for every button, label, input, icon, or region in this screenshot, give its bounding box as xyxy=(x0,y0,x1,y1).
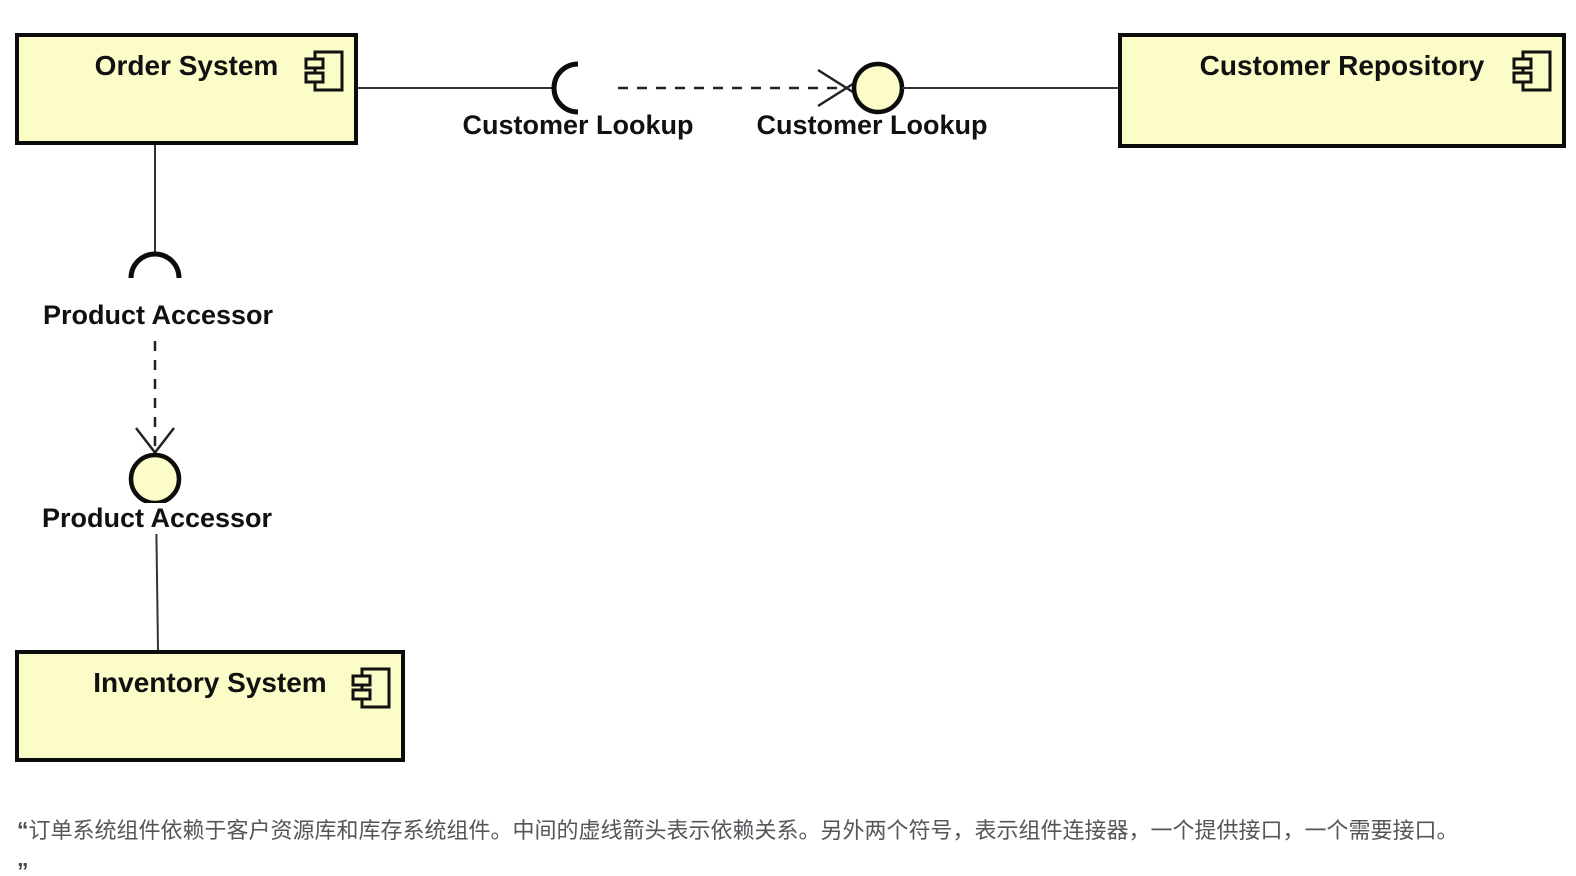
customer-lookup-ball xyxy=(851,61,905,115)
product-accessor-required-label: Product Accessor xyxy=(37,300,279,331)
component-icon xyxy=(304,50,344,92)
component-icon xyxy=(1512,50,1552,92)
component-title: Customer Repository xyxy=(1199,50,1485,81)
component-customer-repository: Customer Repository xyxy=(1118,33,1566,148)
component-inventory-system: Inventory System xyxy=(15,650,405,762)
component-order-system: Order System xyxy=(15,33,358,145)
customer-lookup-provided-label: Customer Lookup xyxy=(756,110,988,140)
customer-lookup-required-label: Customer Lookup xyxy=(462,110,694,140)
product-accessor-socket xyxy=(128,251,182,279)
component-title: Order System xyxy=(94,50,279,81)
product-accessor-ball xyxy=(128,452,182,506)
caption-line-2: ” xyxy=(17,851,1537,876)
customer-lookup-socket xyxy=(551,61,579,115)
caption-text: 订单系统组件依赖于客户资源库和库存系统组件。中间的虚线箭头表示依赖关系。另外两个… xyxy=(28,818,1459,843)
component-title: Inventory System xyxy=(93,667,327,698)
open-quote: “ xyxy=(17,817,29,843)
caption-line-1: “订单系统组件依赖于客户资源库和库存系统组件。中间的虚线箭头表示依赖关系。另外两… xyxy=(17,810,1537,851)
close-quote: ” xyxy=(17,858,29,876)
customer-lookup-arrowhead xyxy=(817,80,857,108)
product-accessor-provided-label: Product Accessor xyxy=(36,503,278,534)
component-icon xyxy=(351,667,391,709)
customer-lookup-arrowhead xyxy=(817,68,857,96)
caption: “订单系统组件依赖于客户资源库和库存系统组件。中间的虚线箭头表示依赖关系。另外两… xyxy=(17,810,1537,876)
